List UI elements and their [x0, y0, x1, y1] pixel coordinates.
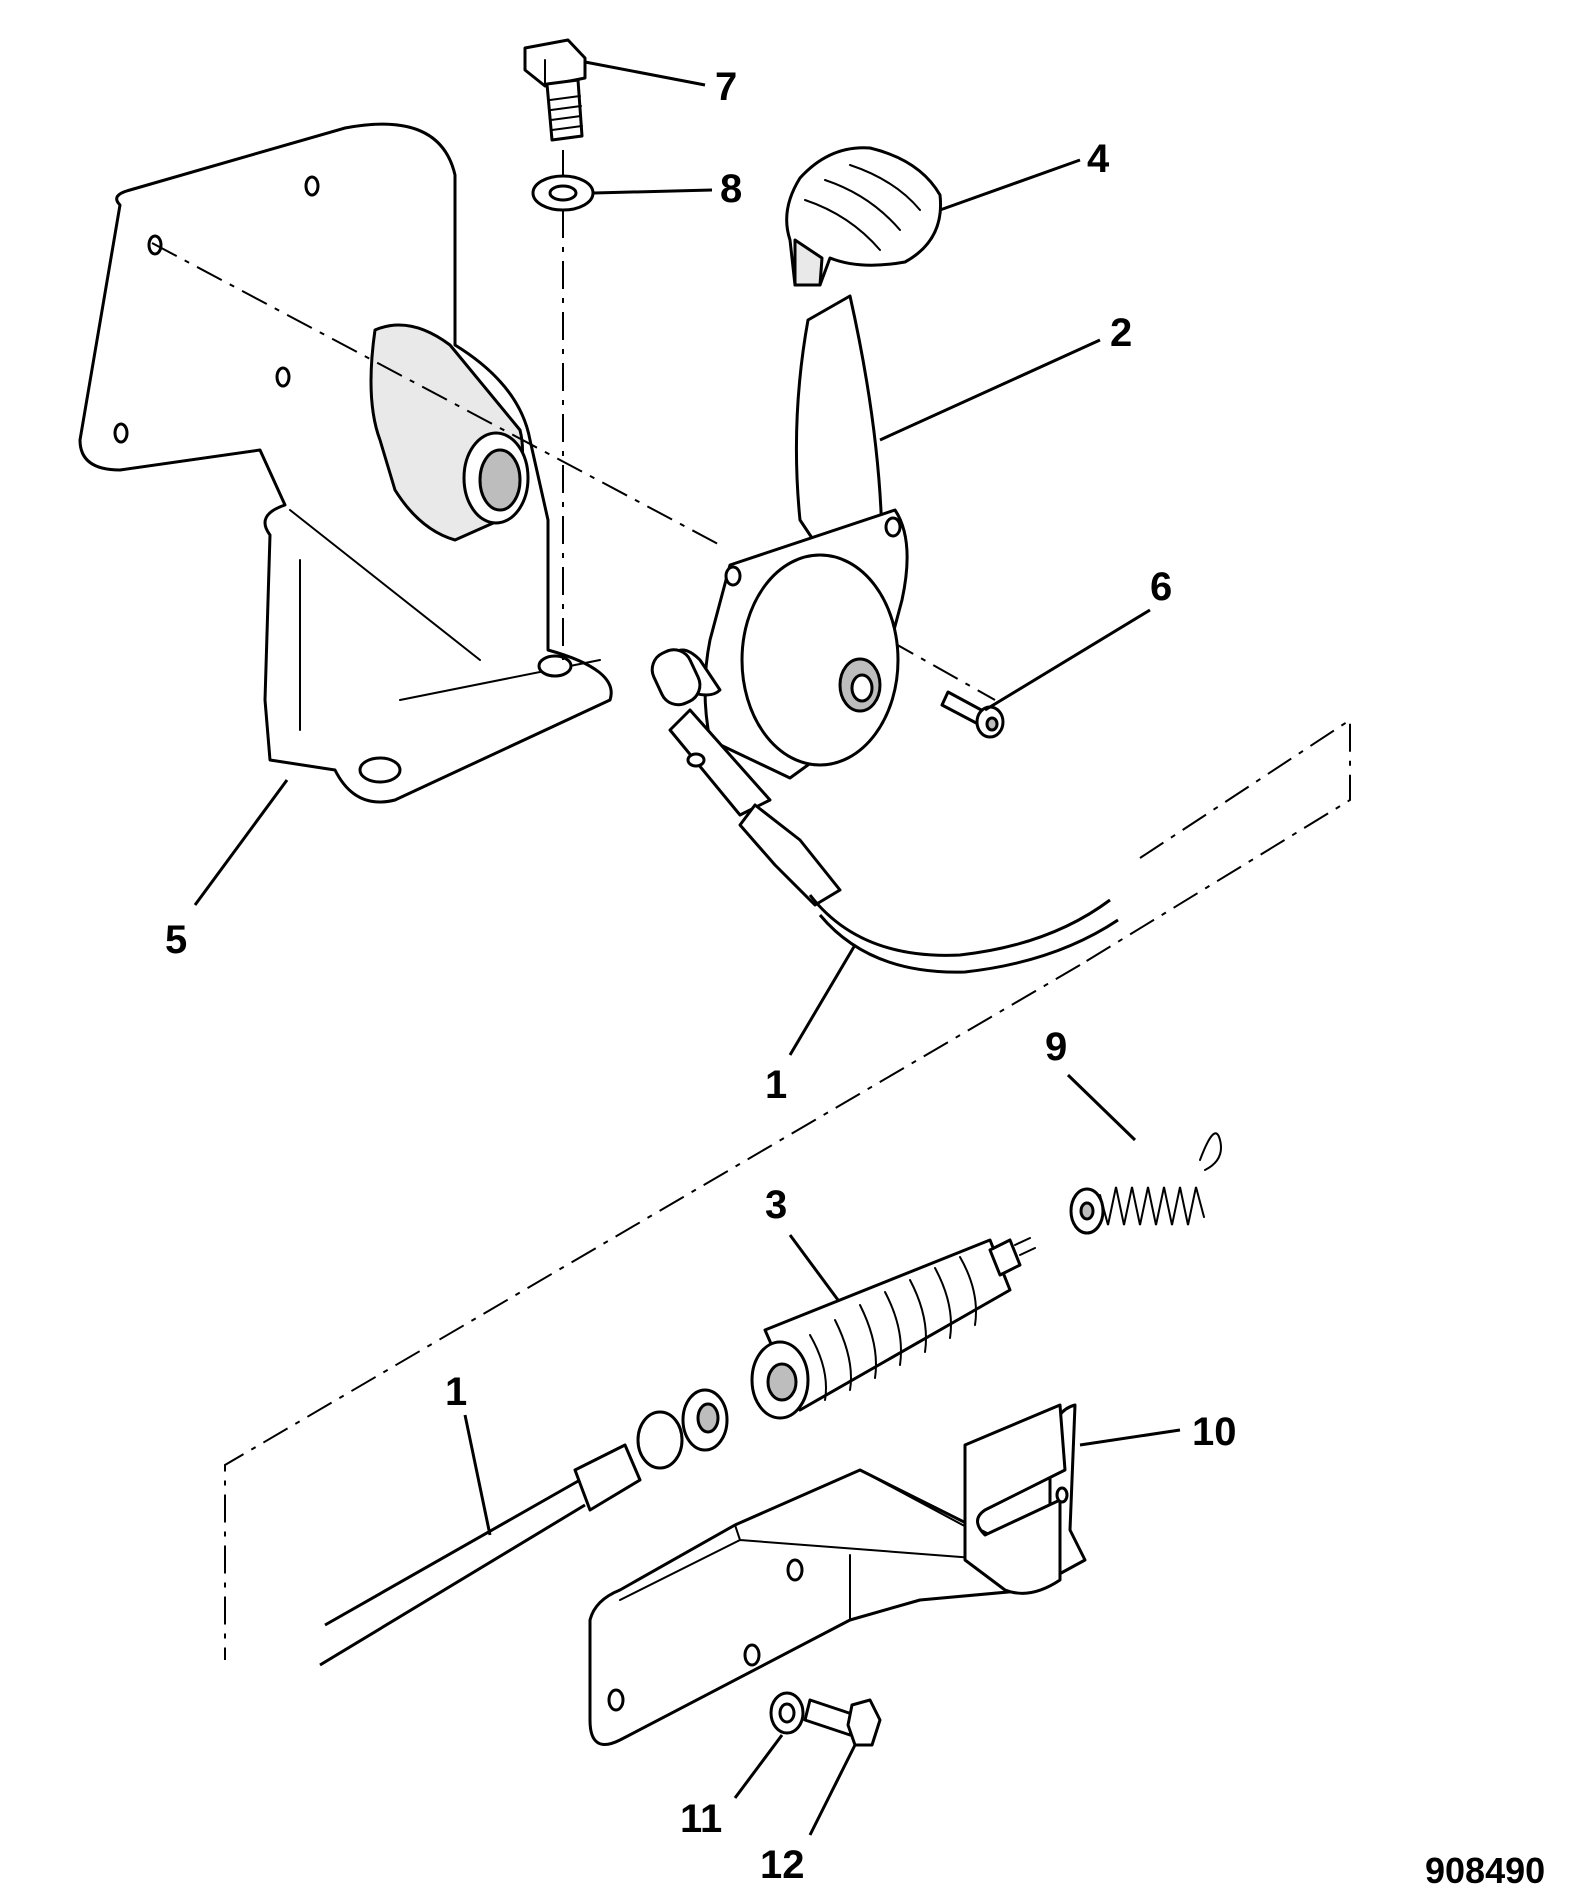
leader-5	[193, 779, 289, 906]
callout-11: 11	[680, 1797, 722, 1841]
part-10-plate-bracket	[588, 1403, 1087, 1746]
part-2-lever-assembly	[650, 294, 909, 817]
part-7-bolt	[523, 38, 587, 142]
callout-10: 10	[1192, 1410, 1237, 1454]
part-3-rubber-boot	[750, 1237, 1036, 1420]
leader-6	[984, 608, 1151, 712]
part-12-bolt	[803, 1698, 882, 1747]
leader-10	[1079, 1428, 1181, 1447]
callout-12: 12	[760, 1843, 805, 1887]
part-9-spring	[1069, 1132, 1222, 1235]
part-8-washer	[531, 174, 595, 212]
leader-2	[879, 338, 1101, 442]
part-1-cable-upper	[224, 718, 1351, 1660]
leader-1-upper	[788, 944, 857, 1056]
callout-5: 5	[165, 918, 187, 962]
leader-lines	[193, 60, 1181, 1836]
cable-break-outline	[224, 718, 1351, 1660]
callout-4: 4	[1087, 137, 1110, 181]
callout-2: 2	[1110, 311, 1132, 355]
callout-7: 7	[715, 65, 737, 109]
part-4-knob	[785, 146, 943, 287]
leader-11	[733, 1734, 784, 1799]
part-11-washer	[769, 1691, 805, 1735]
part-5-mounting-bracket	[78, 122, 613, 804]
part-1-cable-lower	[319, 1388, 729, 1667]
leader-12	[808, 1744, 857, 1836]
callout-9: 9	[1045, 1025, 1067, 1069]
leader-1-lower	[463, 1414, 492, 1536]
leader-4	[939, 158, 1081, 212]
callout-1-lower: 1	[445, 1370, 467, 1414]
leader-9	[1066, 1073, 1137, 1142]
callout-6: 6	[1150, 565, 1172, 609]
drawing-reference-number: 908490	[1425, 1850, 1545, 1890]
callout-3: 3	[765, 1183, 787, 1227]
leader-8	[593, 188, 713, 195]
callout-8: 8	[720, 167, 742, 211]
callout-1-upper: 1	[765, 1063, 787, 1107]
callout-labels: 7 8 4 2 6 5 1 9 3 1 10 11 12 908490	[165, 65, 1545, 1890]
leader-7	[584, 60, 706, 87]
leader-3	[788, 1234, 840, 1301]
